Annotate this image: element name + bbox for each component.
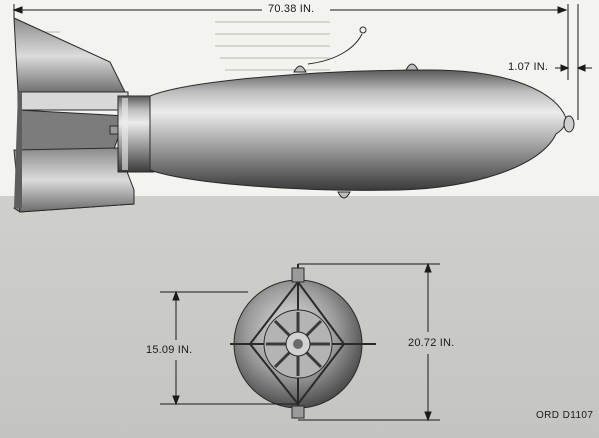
tail-cone: [117, 95, 155, 173]
bomb-body: [149, 69, 567, 191]
nose-offset-dimension: [555, 4, 592, 120]
diameter-dimension: [298, 262, 440, 422]
fin-strut: [17, 91, 129, 111]
nose-cap: [563, 115, 575, 133]
fin-span-dimension: [160, 290, 298, 406]
overall-length-label: 70.38 IN.: [268, 3, 315, 15]
arming-wire: [307, 33, 363, 65]
diameter-label: 20.72 IN.: [408, 337, 455, 349]
drawing-code: ORD D1107: [536, 410, 594, 421]
fin-span-label: 15.09 IN.: [146, 344, 193, 356]
suspension-lugs: [293, 63, 419, 199]
overall-length-dimension: [12, 4, 569, 80]
arming-wire-ring: [359, 26, 367, 34]
nose-offset-label: 1.07 IN.: [508, 61, 549, 73]
